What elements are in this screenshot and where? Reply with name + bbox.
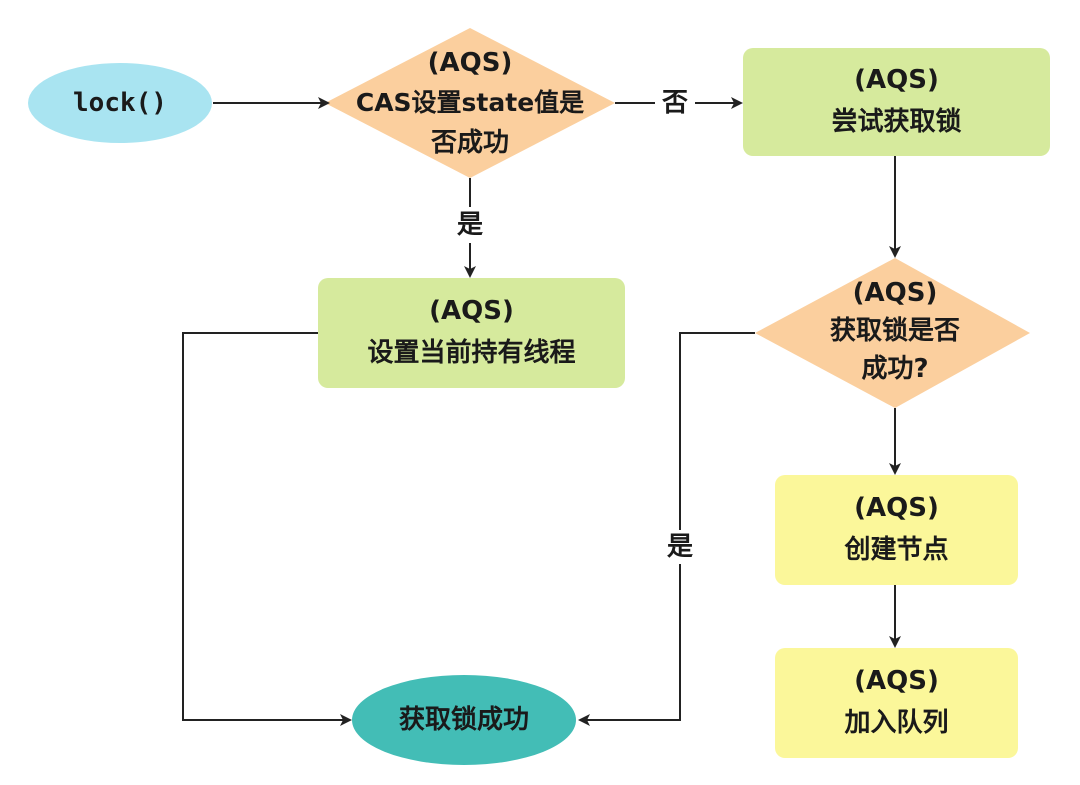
edge-check-yes-to-success [578, 332, 755, 726]
enqueue-label: 加入队列 [844, 708, 949, 738]
acquire-check-label-2: 成功? [861, 354, 929, 384]
edge-label-yes-check: 是 [660, 530, 700, 564]
success-label: 获取锁成功 [398, 705, 529, 735]
lock-label: lock() [73, 88, 167, 118]
lock-start-oval [28, 63, 212, 143]
cas-question-label: CAS设置state值是 [355, 88, 585, 117]
create-node-box [775, 475, 1018, 585]
edge-label-no: 否 [661, 88, 688, 118]
set-owner-box [318, 278, 625, 388]
acquire-check-diamond [755, 258, 1030, 408]
create-node-aqs-label: (AQS) [854, 493, 939, 523]
enqueue-box [775, 648, 1018, 758]
edge-label-yes-cas: 是 [456, 210, 483, 240]
edge-owner-to-success [182, 332, 352, 726]
enqueue-aqs-label: (AQS) [854, 666, 939, 696]
acquire-check-aqs-label: (AQS) [852, 278, 938, 308]
cas-decision-diamond [325, 28, 615, 178]
try-acquire-box [743, 48, 1050, 156]
set-owner-label: 设置当前持有线程 [367, 338, 576, 368]
success-end-oval [352, 675, 576, 765]
cas-aqs-label: (AQS) [427, 48, 513, 78]
acquire-check-label: 获取锁是否 [829, 316, 960, 346]
create-node-label: 创建节点 [844, 535, 949, 565]
try-acquire-aqs-label: (AQS) [854, 65, 939, 95]
try-acquire-label: 尝试获取锁 [831, 107, 962, 137]
set-owner-aqs-label: (AQS) [429, 296, 514, 326]
cas-question-label-2: 否成功 [430, 128, 509, 158]
